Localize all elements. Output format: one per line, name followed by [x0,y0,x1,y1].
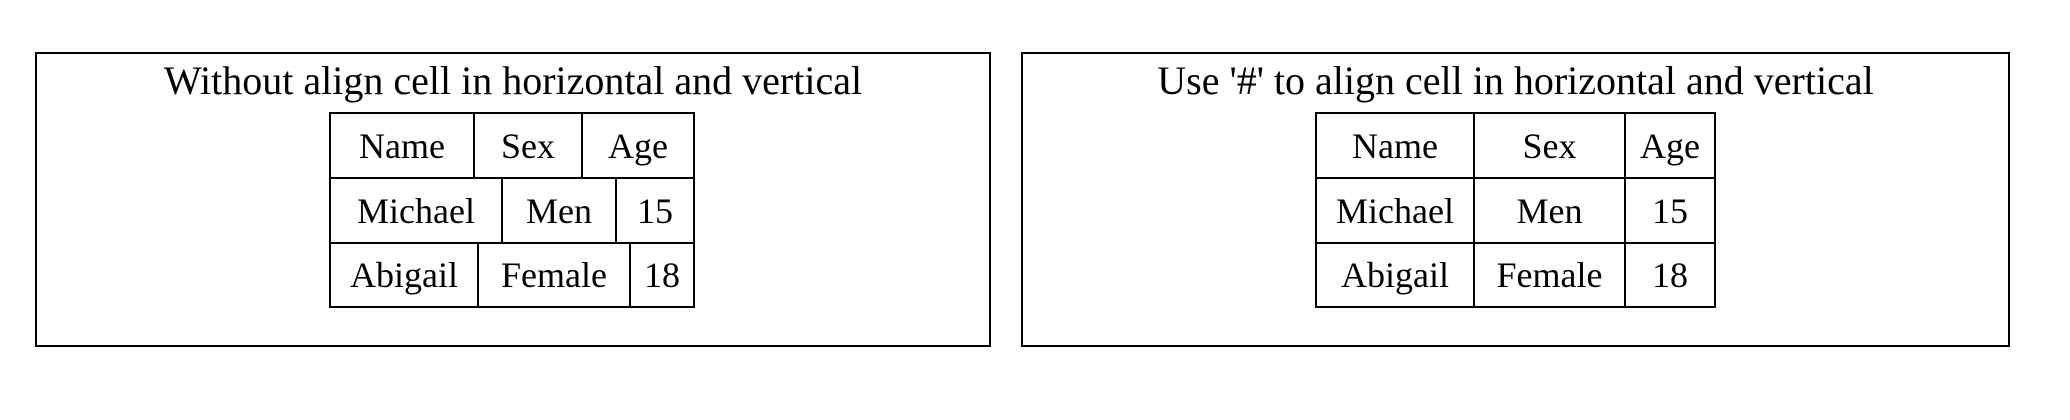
cell-divider [473,114,475,177]
cell-age-15: 15 [1652,191,1688,231]
cell-age-18: 18 [644,255,680,295]
header-age: Age [608,126,668,166]
cell-age-15: 15 [637,191,673,231]
unaligned-table-panel: Without align cell in horizontal and ver… [35,52,991,347]
row-divider [331,242,693,244]
cell-divider [615,179,617,242]
cell-abigail: Abigail [1341,255,1449,295]
header-name: Name [1352,126,1438,166]
cell-men: Men [1516,191,1583,231]
header-sex: Sex [501,126,555,166]
header-sex: Sex [1522,126,1577,166]
cell-divider [477,244,479,306]
cell-divider [581,114,583,177]
panel-title: Use '#' to align cell in horizontal and … [1157,58,1874,103]
cell-divider [629,244,631,306]
column-divider [1624,114,1626,306]
cell-michael: Michael [357,191,475,231]
aligned-table: Name Sex Age Michael Men 15 Abigail Fema… [1315,112,1716,308]
cell-age-18: 18 [1652,255,1688,295]
cell-men: Men [526,191,592,231]
row-divider [331,177,693,179]
header-age: Age [1640,126,1700,166]
cell-michael: Michael [1336,191,1454,231]
cell-female: Female [1496,255,1603,295]
panel-title: Without align cell in horizontal and ver… [163,58,863,103]
row-divider [1317,242,1714,244]
aligned-table-panel: Use '#' to align cell in horizontal and … [1021,52,2010,347]
column-divider [1473,114,1475,306]
cell-female: Female [501,255,607,295]
unaligned-table: Name Sex Age Michael Men 15 Abigail Fema… [329,112,695,308]
row-divider [1317,177,1714,179]
cell-divider [501,179,503,242]
cell-abigail: Abigail [350,255,458,295]
header-name: Name [359,126,445,166]
